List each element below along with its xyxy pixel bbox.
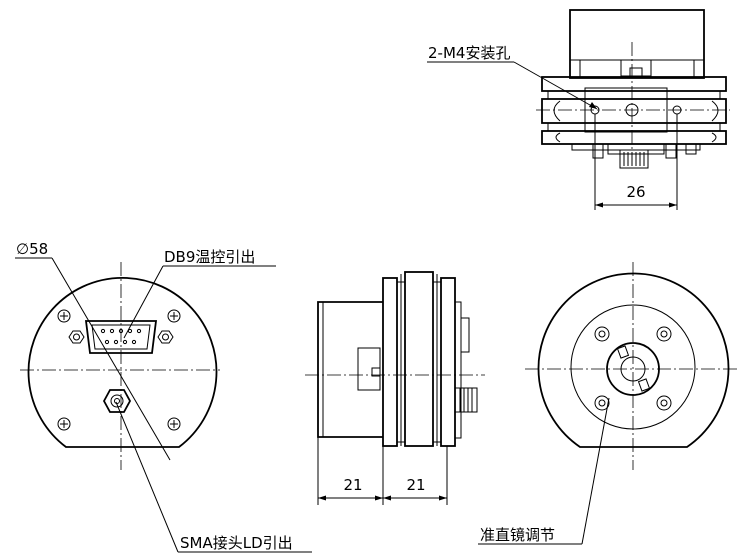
rear-view: 准直镜调节 <box>478 262 740 545</box>
collimator-label: 准直镜调节 <box>480 526 555 544</box>
dim-26-label: 26 <box>626 183 645 201</box>
top-view: 26 2-M4安装孔 <box>427 9 730 210</box>
corner-screws <box>57 309 181 431</box>
mount-holes-label: 2-M4安装孔 <box>428 44 510 62</box>
dim-21-right-label: 21 <box>406 476 425 494</box>
diameter-label: ∅58 <box>16 240 48 258</box>
sma-connector <box>102 389 132 413</box>
side-view: 21 21 <box>305 271 485 505</box>
front-view: ∅58 DB9温控引出 SMA接头LD引出 <box>15 240 312 553</box>
db9-label: DB9温控引出 <box>164 248 255 266</box>
dim-21-left-label: 21 <box>343 476 362 494</box>
sma-label: SMA接头LD引出 <box>180 534 293 552</box>
